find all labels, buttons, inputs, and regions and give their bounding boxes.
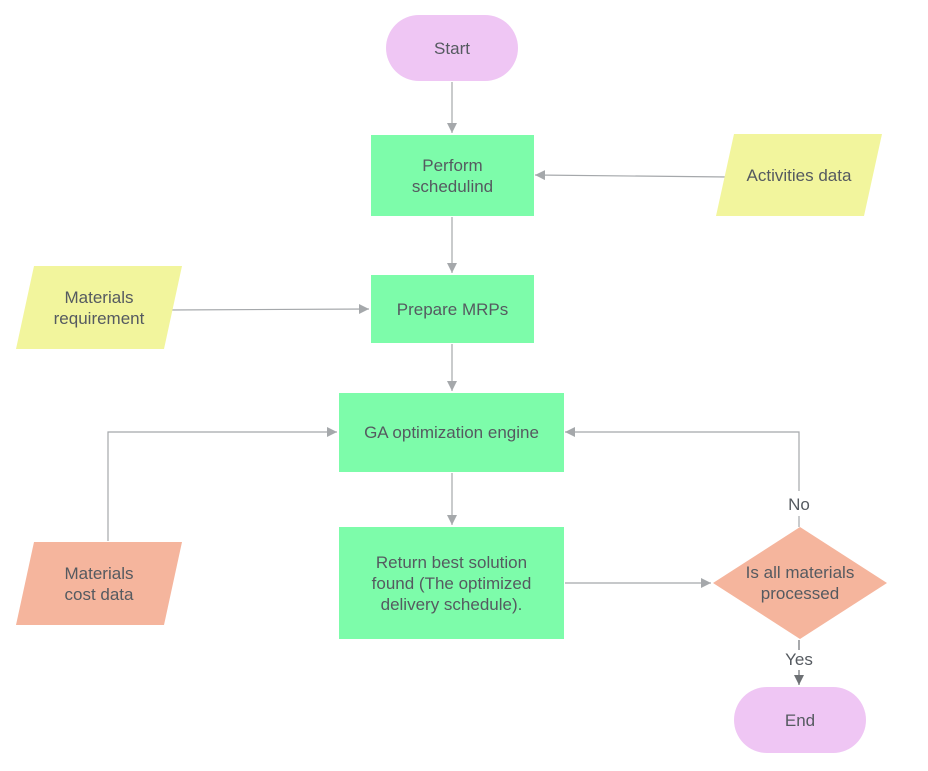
activities-data-shape [716, 134, 882, 216]
connector-decision-no-to-engine [565, 427, 800, 491]
edge-label-yes: Yes [785, 650, 813, 669]
edge-label-no: No [788, 495, 810, 514]
ga-optimization-engine-process: GA optimization engine [339, 393, 564, 472]
materials-cost-data-shape [16, 542, 182, 625]
return-best-solution-label: Return best solution found (The optimize… [371, 552, 532, 614]
return-best-solution-process: Return best solution found (The optimize… [339, 527, 564, 639]
activities-data-label: Activities data [746, 165, 852, 185]
decision-diamond-shape [713, 527, 887, 639]
materials-processed-decision: Is all materials processed [713, 527, 887, 639]
materials-cost-data-label: Materials cost data [64, 563, 134, 604]
connector-cost-to-engine [107, 427, 337, 541]
materials-requirement-input: Materials requirement [16, 266, 182, 349]
materials-requirement-shape [16, 266, 182, 349]
prepare-mrps-label: Prepare MRPs [396, 299, 509, 319]
end-terminal: End [734, 687, 866, 753]
prepare-mrps-process: Prepare MRPs [371, 275, 534, 343]
start-label: Start [434, 38, 470, 58]
activities-data-input: Activities data [716, 134, 882, 216]
ga-optimization-engine-label: GA optimization engine [364, 423, 539, 442]
materials-requirement-label: Materials requirement [53, 287, 145, 328]
decision-label: Is all materials processed [745, 563, 855, 603]
connector-requirement-to-mrps [166, 304, 370, 315]
end-label: End [784, 710, 816, 730]
materials-cost-data-input: Materials cost data [16, 542, 182, 625]
perform-scheduling-label: Perform schedulind [411, 155, 494, 196]
start-terminal: Start [386, 15, 518, 81]
connector-activities-to-scheduling [534, 170, 729, 181]
perform-scheduling-process: Perform schedulind [371, 135, 534, 216]
